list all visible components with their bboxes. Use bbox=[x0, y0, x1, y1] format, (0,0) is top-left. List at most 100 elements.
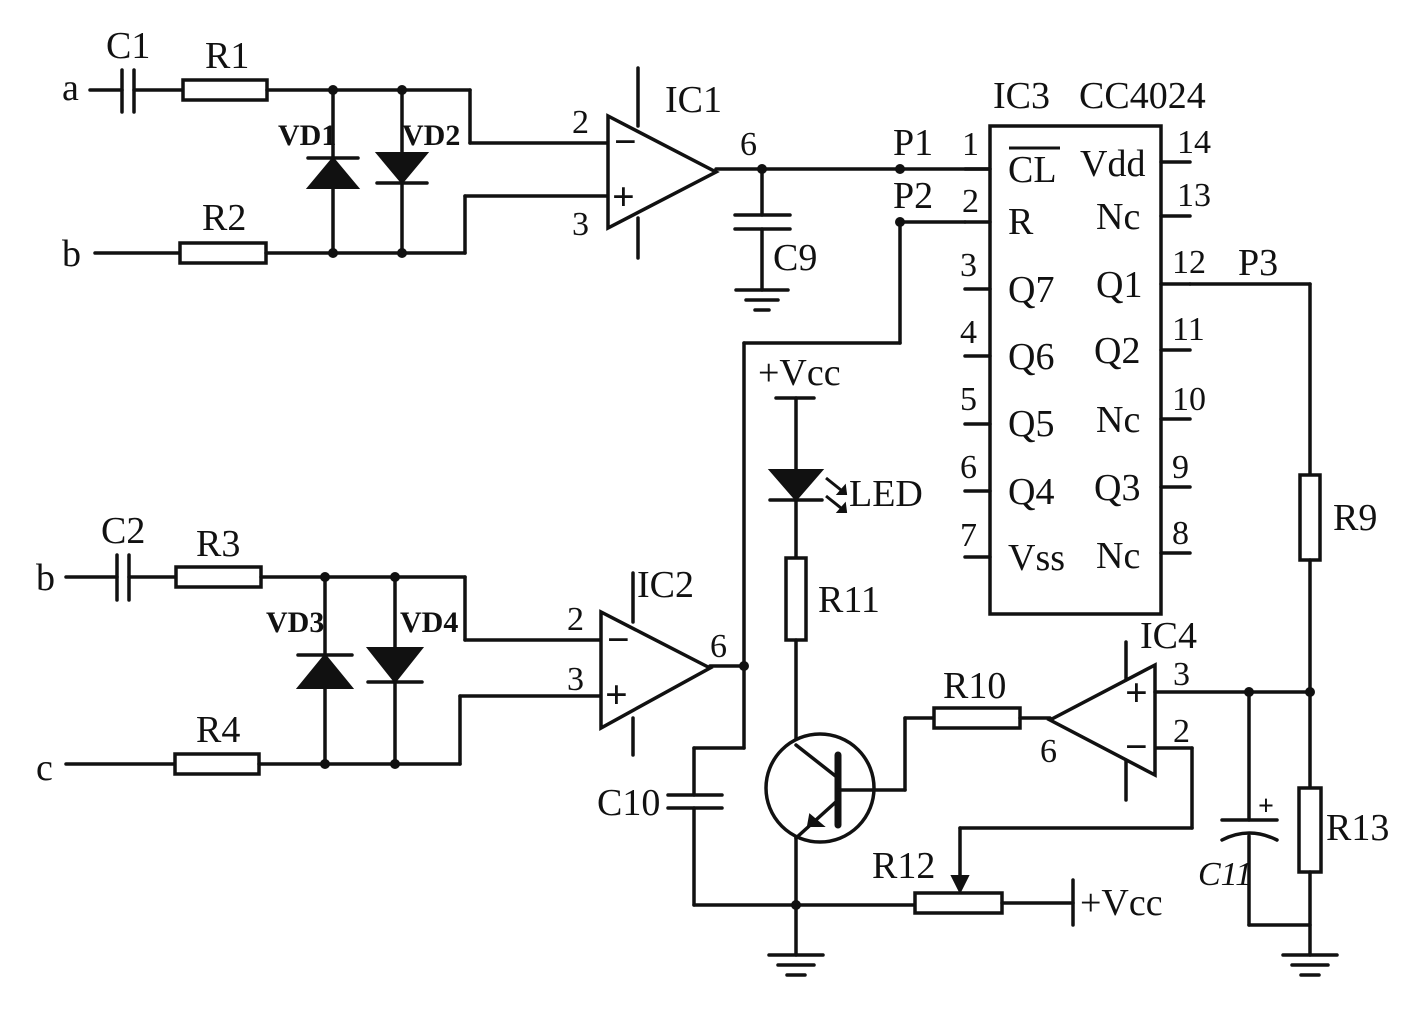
r13-label: R13 bbox=[1326, 807, 1389, 849]
ic2-label: IC2 bbox=[637, 564, 694, 606]
junction-dot bbox=[397, 85, 407, 95]
ground-symbol bbox=[769, 955, 823, 975]
r11-resistor bbox=[786, 558, 806, 640]
ic1-input-stage: a b C1 R1 R2 VD1 VD2 bbox=[62, 25, 990, 310]
junction-dot bbox=[791, 900, 801, 910]
ic4-label: IC4 bbox=[1140, 615, 1197, 657]
vd2-label: VD2 bbox=[402, 119, 460, 152]
ic3-pin-3-name: Q7 bbox=[1008, 269, 1054, 311]
r2-resistor bbox=[180, 243, 266, 263]
ic3-pin-11-name: Q2 bbox=[1094, 330, 1140, 372]
ground-symbol bbox=[1283, 955, 1337, 975]
r1-resistor bbox=[183, 80, 267, 100]
r11-label: R11 bbox=[818, 579, 880, 621]
r9-label: R9 bbox=[1333, 497, 1377, 539]
ic3-counter: IC3 CC4024 1 2 3 4 5 6 7 CL R Q7 Q6 Q5 Q… bbox=[744, 75, 1310, 748]
ic1-label: IC1 bbox=[665, 79, 722, 121]
c9-label: C9 bbox=[773, 237, 817, 279]
ic3-pin-4-name: Q6 bbox=[1008, 336, 1054, 378]
ic3-pin-7-name: Vss bbox=[1008, 537, 1065, 579]
vd3-diode bbox=[298, 655, 352, 688]
r1-label: R1 bbox=[205, 35, 249, 77]
r9-resistor bbox=[1300, 475, 1320, 560]
led-diode bbox=[770, 470, 822, 500]
r10-resistor bbox=[934, 708, 1020, 728]
ic1-pin2: 2 bbox=[572, 104, 589, 141]
ic3-pin-7-number: 7 bbox=[960, 517, 977, 554]
junction-dot bbox=[390, 572, 400, 582]
vd1-diode bbox=[308, 158, 358, 188]
ic3-pin-11-number: 11 bbox=[1172, 311, 1205, 348]
led-emission-arrows bbox=[826, 478, 846, 512]
ic3-pin-10-name: Nc bbox=[1096, 399, 1140, 441]
ic3-pin-8-number: 8 bbox=[1172, 515, 1189, 552]
p1-label: P1 bbox=[893, 122, 933, 164]
input-b-bottom-label: b bbox=[36, 557, 55, 599]
r2-label: R2 bbox=[202, 197, 246, 239]
r10-label: R10 bbox=[943, 665, 1006, 707]
ic1-pin6: 6 bbox=[740, 126, 757, 163]
p3-label: P3 bbox=[1238, 242, 1278, 284]
vcc-r12-label: +Vcc bbox=[1080, 882, 1163, 924]
junction-dot bbox=[320, 572, 330, 582]
ic3-pin-10-number: 10 bbox=[1172, 381, 1206, 418]
ic1-minus: − bbox=[614, 119, 637, 164]
ic4-plus: + bbox=[1125, 670, 1148, 715]
r13-resistor bbox=[1299, 788, 1321, 872]
ic4-pin6: 6 bbox=[1040, 733, 1057, 770]
junction-dot bbox=[397, 248, 407, 258]
junction-dot bbox=[739, 661, 749, 671]
ic3-pin-12-number: 12 bbox=[1172, 244, 1206, 281]
ic3-part-label: CC4024 bbox=[1079, 75, 1206, 117]
ic4-pin3: 3 bbox=[1173, 656, 1190, 693]
r4-resistor bbox=[175, 754, 259, 774]
ic2-minus: − bbox=[607, 617, 630, 662]
ic4-pin2: 2 bbox=[1173, 713, 1190, 750]
vd4-label: VD4 bbox=[400, 606, 458, 639]
ic3-pin-9-number: 9 bbox=[1172, 449, 1189, 486]
c1-label: C1 bbox=[106, 25, 150, 67]
ic1-plus: + bbox=[612, 174, 635, 219]
ic3-pin-13-name: Nc bbox=[1096, 196, 1140, 238]
vd3-label: VD3 bbox=[266, 606, 324, 639]
ic2-pin6: 6 bbox=[710, 628, 727, 665]
ic3-pin-8-name: Nc bbox=[1096, 535, 1140, 577]
led-label: LED bbox=[849, 473, 923, 515]
ic2-pin2: 2 bbox=[567, 601, 584, 638]
c10-label: C10 bbox=[597, 782, 660, 824]
c2-label: C2 bbox=[101, 510, 145, 552]
junction-dot bbox=[328, 248, 338, 258]
ic3-left-pins bbox=[965, 169, 990, 557]
ic3-pin-2-number: 2 bbox=[962, 183, 979, 220]
ic2-input-stage: b c C2 R3 R4 VD3 VD4 − bbox=[36, 510, 915, 905]
ground-symbol bbox=[736, 290, 788, 310]
ic3-label: IC3 bbox=[993, 75, 1050, 117]
ic3-pin-14-number: 14 bbox=[1177, 124, 1211, 161]
p2-label: P2 bbox=[893, 175, 933, 217]
ic2-pin3: 3 bbox=[567, 661, 584, 698]
vcc-top-label: +Vcc bbox=[758, 352, 841, 394]
input-a-label: a bbox=[62, 67, 79, 109]
ic2-plus: + bbox=[605, 672, 628, 717]
junction-dot bbox=[895, 164, 905, 174]
r3-label: R3 bbox=[196, 523, 240, 565]
input-c-label: c bbox=[36, 747, 53, 789]
c11-polarity: + bbox=[1258, 791, 1274, 822]
junction-dot bbox=[390, 759, 400, 769]
ic3-pin-14-name: Vdd bbox=[1080, 143, 1145, 185]
junction-dot bbox=[328, 85, 338, 95]
ic3-pin-2-name: R bbox=[1008, 201, 1034, 243]
r4-label: R4 bbox=[196, 709, 240, 751]
ic1-pin3: 3 bbox=[572, 206, 589, 243]
junction-dot bbox=[320, 759, 330, 769]
ic3-pin-1-number: 1 bbox=[962, 126, 979, 163]
vd2-diode bbox=[377, 153, 427, 183]
r12-potentiometer bbox=[915, 893, 1002, 913]
ic3-pin-3-number: 3 bbox=[960, 247, 977, 284]
ic3-pin-12-name: Q1 bbox=[1096, 264, 1142, 306]
ic3-pin-1-name: CL bbox=[1008, 149, 1057, 191]
ic3-pin-4-number: 4 bbox=[960, 314, 977, 351]
r12-label: R12 bbox=[872, 845, 935, 887]
c11-label: C11 bbox=[1198, 856, 1252, 893]
